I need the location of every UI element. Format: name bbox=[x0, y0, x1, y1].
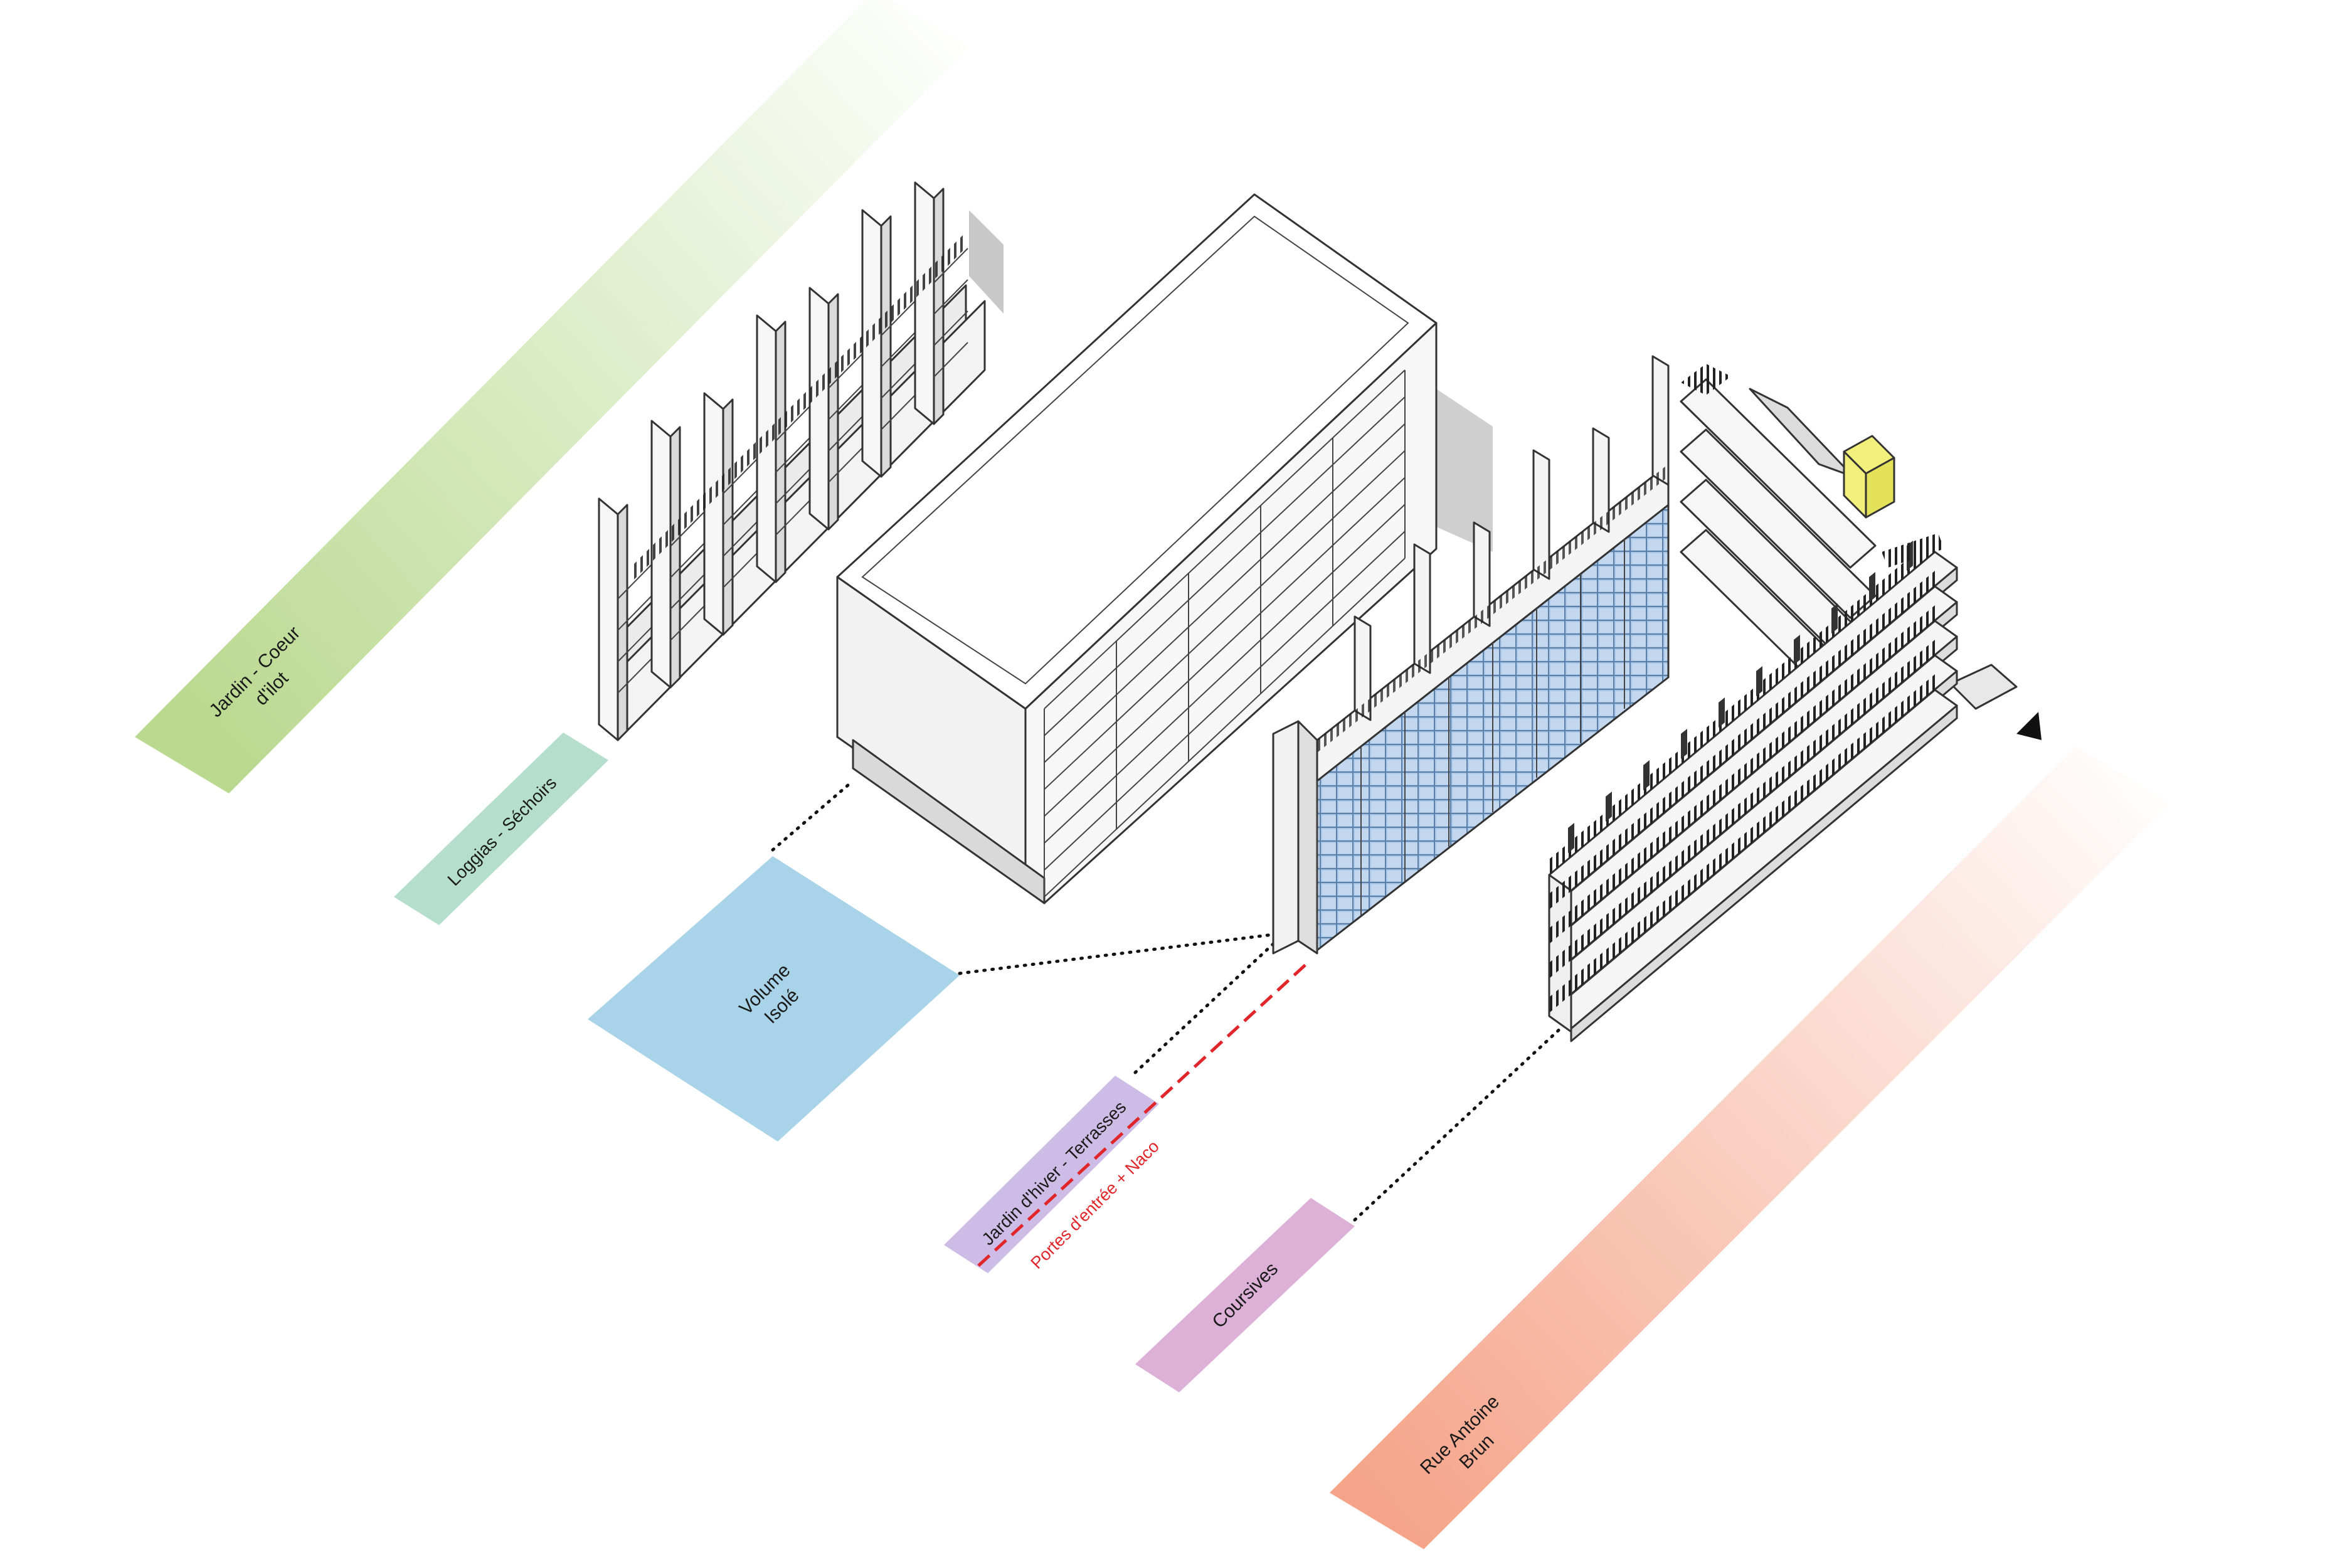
coursives-galleries bbox=[1548, 364, 2018, 1042]
volume-isole-square bbox=[588, 856, 960, 1142]
jardin-hiver-facade bbox=[1272, 355, 1670, 955]
loggia-shelf bbox=[723, 490, 758, 526]
coursive-fin bbox=[1568, 823, 1574, 853]
loggia-shelf bbox=[828, 384, 863, 420]
coursive-corner-rail bbox=[1882, 533, 1944, 568]
hiver-fin bbox=[1473, 521, 1491, 627]
loggia-shelf bbox=[670, 543, 705, 578]
loggia-shelf bbox=[828, 416, 863, 452]
loggia-shelf bbox=[881, 332, 916, 368]
loggia-fin-side bbox=[669, 426, 681, 689]
loggia-fin-side bbox=[880, 215, 892, 478]
loggia-fin bbox=[598, 497, 619, 741]
volume-floor-line bbox=[1044, 369, 1406, 709]
loggia-shelf bbox=[670, 574, 705, 610]
coursive-railing bbox=[1549, 640, 1935, 978]
coursive-fin bbox=[1719, 697, 1725, 728]
loggia-shelf bbox=[881, 300, 916, 336]
coursive-fin bbox=[1606, 792, 1612, 822]
loggia-shelf bbox=[775, 469, 810, 504]
jardin-hiver-text: Jardin d'hiver - Terrasses bbox=[978, 1097, 1130, 1249]
loggia-fin bbox=[914, 181, 935, 425]
label-loggias: Loggias - Séchoirs bbox=[443, 773, 560, 889]
loggia-shelf bbox=[881, 363, 916, 399]
loggia-shelf bbox=[933, 279, 968, 315]
loggia-fin bbox=[808, 287, 830, 531]
loggia-fin-side bbox=[722, 398, 734, 636]
volume-floor-line bbox=[1044, 558, 1406, 898]
coursive-slab-edge bbox=[1570, 704, 1958, 1042]
loggia-shelf bbox=[723, 458, 758, 494]
loggia-shelf bbox=[670, 605, 705, 641]
black-triangle-icon bbox=[2016, 712, 2042, 740]
coursive-railing bbox=[1549, 536, 1935, 875]
loggia-shelf bbox=[775, 500, 810, 536]
loggia-shelf bbox=[723, 553, 758, 588]
hiver-fin bbox=[1532, 449, 1550, 580]
loggias-text: Loggias - Séchoirs bbox=[443, 773, 560, 889]
volume-floor-line bbox=[1044, 531, 1406, 871]
loggia-shelf bbox=[828, 353, 863, 389]
loggia-shelf bbox=[723, 521, 758, 557]
hiver-fin bbox=[1353, 615, 1372, 721]
coursive-railing bbox=[1549, 605, 1935, 944]
loggia-shelf bbox=[775, 406, 810, 442]
volume-floor-line bbox=[1044, 477, 1406, 817]
jardin-coeur-band bbox=[135, 0, 969, 793]
loggia-shelf bbox=[617, 595, 652, 631]
loggia-shelf bbox=[933, 342, 968, 378]
loggia-fin-side bbox=[775, 320, 787, 583]
volume-floor-line bbox=[1044, 504, 1406, 844]
label-jardin-hiver: Jardin d'hiver - Terrasses bbox=[978, 1097, 1130, 1249]
coursives-band bbox=[1135, 1198, 1355, 1392]
loggia-shelf bbox=[670, 511, 705, 547]
portes-entree-dashed-line bbox=[977, 961, 1309, 1267]
loggia-shelf bbox=[617, 564, 652, 600]
coursive-fin bbox=[1643, 760, 1650, 790]
rue-antoine-brun-band bbox=[1330, 746, 2170, 1549]
hiver-fin bbox=[1651, 355, 1670, 486]
jardin-hiver-band bbox=[944, 1076, 1159, 1273]
loggia-fin-side bbox=[617, 504, 628, 741]
loggia-shelf bbox=[933, 248, 968, 283]
loggia-shelf bbox=[617, 658, 652, 694]
loggia-fin-side bbox=[827, 293, 839, 531]
loggia-fin-side bbox=[933, 188, 945, 425]
coursive-railing bbox=[1549, 571, 1935, 909]
loggia-shelf bbox=[828, 447, 863, 483]
coursive-fin bbox=[1869, 572, 1875, 602]
hiver-fin bbox=[1592, 427, 1610, 533]
coursive-fin bbox=[1681, 729, 1687, 759]
loggia-shelf bbox=[933, 310, 968, 346]
lift-core bbox=[1843, 435, 1895, 519]
coursive-fin bbox=[1794, 635, 1800, 665]
loggias-band bbox=[394, 733, 608, 925]
coursive-railing bbox=[1549, 674, 1935, 1013]
loggia-shelf bbox=[617, 627, 652, 662]
coursive-fin bbox=[1756, 666, 1762, 696]
volume-floor-line bbox=[1044, 423, 1406, 763]
volume-floor-line bbox=[1044, 450, 1406, 790]
volume-isole-block bbox=[836, 193, 1493, 904]
hiver-fin bbox=[1413, 543, 1431, 674]
loggias-sechoirs-frame bbox=[598, 181, 1004, 741]
coursive-fin bbox=[1831, 603, 1838, 633]
loggia-shelf bbox=[775, 437, 810, 473]
loggia-shelf bbox=[881, 395, 916, 430]
loggia-fin bbox=[703, 392, 724, 636]
volume-floor-line bbox=[1044, 396, 1406, 736]
